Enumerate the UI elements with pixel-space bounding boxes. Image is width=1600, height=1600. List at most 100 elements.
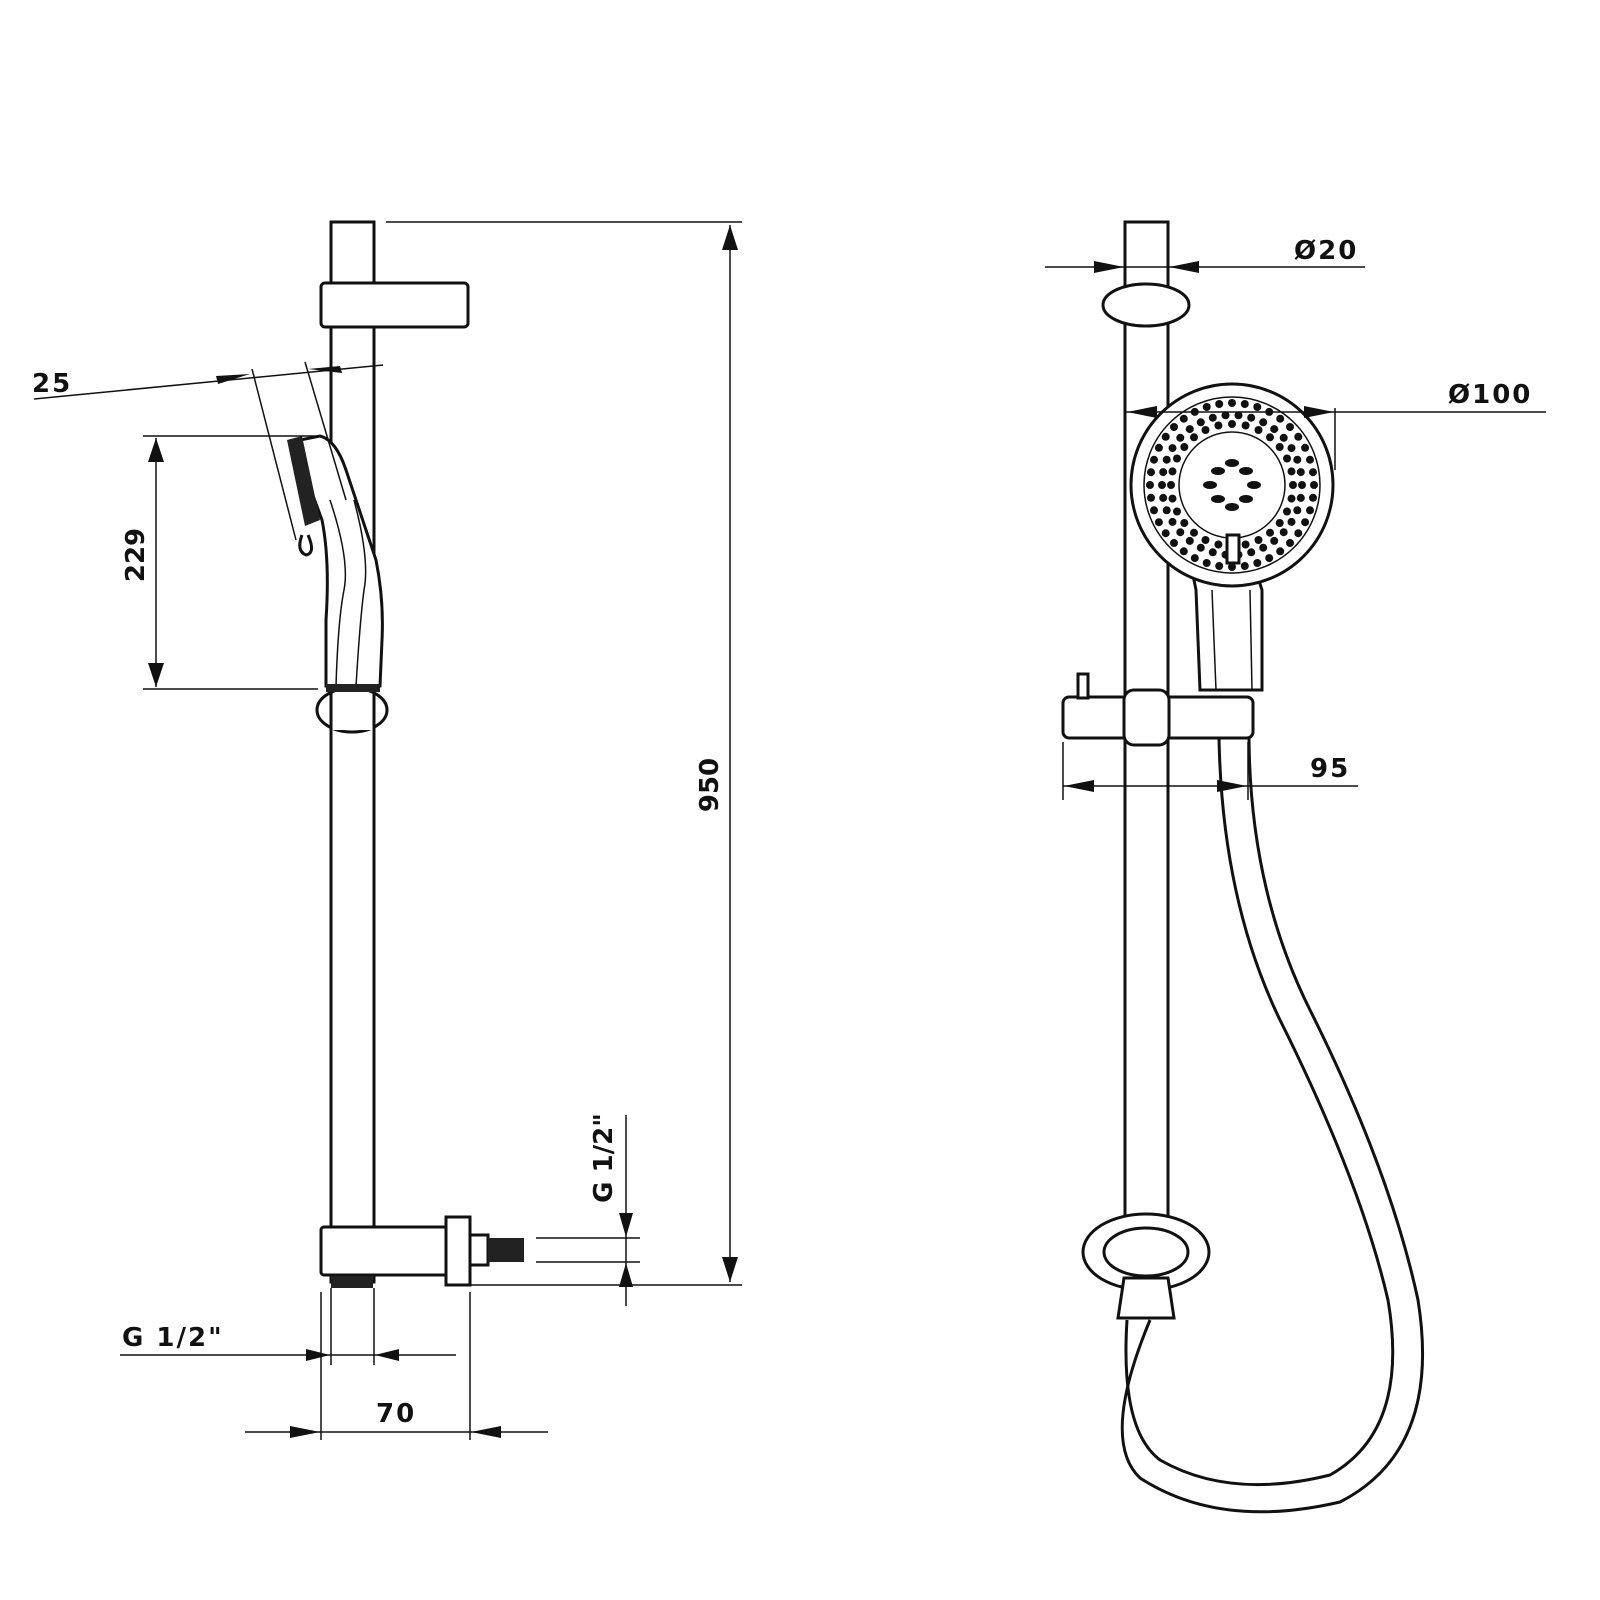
spray-nozzle — [1279, 528, 1288, 537]
front-dimensions: Ø20 Ø100 95 — [1045, 236, 1546, 800]
spray-nozzle — [1240, 400, 1249, 408]
side-bottom-outlet — [331, 1276, 373, 1288]
spray-nozzle — [1180, 443, 1189, 451]
spray-nozzle — [1146, 481, 1154, 489]
spray-nozzle — [1150, 455, 1158, 464]
spray-nozzle — [1309, 493, 1317, 502]
spray-nozzle-center — [1211, 467, 1225, 475]
side-wall-flange — [444, 1215, 472, 1287]
dim-g12-vertical: G 1/2" — [589, 1113, 619, 1203]
front-hose — [1124, 737, 1395, 1487]
spray-nozzle — [1168, 467, 1177, 476]
spray-nozzle — [1190, 528, 1198, 537]
spray-nozzle — [1306, 506, 1314, 515]
spray-nozzle — [1179, 414, 1188, 423]
spray-nozzle — [1296, 468, 1305, 477]
side-thread-nipple — [488, 1238, 524, 1262]
spray-nozzle — [1270, 425, 1279, 434]
spray-nozzle — [1201, 536, 1210, 544]
spray-nozzle — [1168, 494, 1177, 503]
spray-nozzle — [1196, 543, 1205, 552]
spray-nozzle — [1247, 548, 1256, 557]
spray-nozzle — [1266, 433, 1274, 442]
front-view — [1061, 220, 1425, 1514]
spray-nozzle — [1176, 433, 1185, 442]
spray-nozzle — [1221, 411, 1230, 420]
front-hose-nut — [1116, 1276, 1176, 1320]
spray-nozzle — [1190, 554, 1199, 563]
spray-nozzle — [1215, 562, 1224, 570]
spray-nozzle — [1228, 563, 1236, 571]
spray-nozzle — [1170, 423, 1178, 431]
spray-nozzle — [1161, 432, 1170, 441]
spray-nozzle — [1234, 411, 1243, 420]
spray-nozzle — [1159, 493, 1168, 502]
spray-nozzle — [1170, 539, 1178, 547]
spray-nozzle — [1214, 421, 1223, 430]
spray-nozzle — [1241, 421, 1250, 430]
spray-nozzle — [1154, 443, 1163, 452]
spray-nozzle — [1168, 517, 1177, 526]
spray-nozzle — [1266, 528, 1274, 537]
spray-nozzle — [1147, 468, 1155, 477]
dim-95: 95 — [1310, 754, 1350, 784]
dim-70: 70 — [376, 1399, 416, 1429]
spray-nozzle — [1287, 517, 1296, 526]
front-spray-nozzles — [1146, 399, 1318, 571]
spray-nozzle — [1154, 518, 1163, 527]
spray-nozzle — [1168, 444, 1177, 453]
spray-nozzle — [1202, 403, 1211, 411]
spray-nozzle — [1287, 494, 1296, 503]
spray-nozzle — [1287, 467, 1296, 476]
side-outlet-stub — [468, 1233, 490, 1267]
dim-g12-bottom: G 1/2" — [122, 1323, 224, 1353]
side-dimensions: 950 229 25 G 1/2" G 1/2" — [32, 221, 742, 1440]
spray-nozzle — [1293, 506, 1302, 515]
spray-nozzle — [1180, 519, 1189, 527]
spray-nozzle — [1276, 414, 1285, 423]
spray-nozzle-center — [1203, 481, 1217, 489]
spray-nozzle — [1310, 481, 1318, 489]
spray-nozzle — [1293, 455, 1302, 464]
spray-nozzle — [1173, 507, 1181, 516]
spray-nozzle — [1208, 413, 1217, 422]
spray-nozzle — [1296, 493, 1305, 502]
side-bottom-connector — [319, 1225, 453, 1277]
spray-nozzle — [1283, 507, 1291, 516]
spray-nozzle — [1161, 529, 1170, 538]
front-head-inner — [1143, 396, 1321, 574]
spray-nozzle — [1202, 559, 1211, 567]
spray-nozzle — [1159, 468, 1168, 477]
front-rail — [1123, 220, 1170, 1284]
spray-nozzle — [1147, 493, 1155, 502]
spray-nozzle — [1173, 454, 1181, 463]
spray-nozzle — [1259, 543, 1268, 552]
spray-nozzle — [1298, 481, 1306, 489]
spray-nozzle — [1287, 444, 1296, 453]
spray-nozzle — [1228, 399, 1236, 407]
side-top-bracket — [319, 281, 470, 329]
spray-nozzle — [1158, 481, 1166, 489]
dim-d20: Ø20 — [1294, 236, 1358, 266]
spray-nozzle — [1176, 528, 1185, 537]
spray-nozzle — [1241, 540, 1250, 549]
spray-nozzle — [1254, 536, 1263, 544]
front-slider-knob — [1076, 672, 1090, 700]
spray-nozzle-center — [1225, 459, 1239, 467]
spray-nozzle — [1279, 433, 1288, 442]
spray-nozzle-center — [1211, 495, 1225, 503]
spray-nozzle — [1214, 540, 1223, 549]
spray-nozzle — [1228, 420, 1236, 428]
spray-nozzle — [1275, 519, 1284, 527]
dim-950: 950 — [695, 758, 725, 812]
spray-nozzle — [1294, 432, 1303, 441]
dim-d100: Ø100 — [1448, 380, 1532, 410]
spray-nozzle — [1247, 413, 1256, 422]
spray-nozzle — [1270, 536, 1279, 545]
spray-nozzle — [1253, 403, 1262, 411]
spray-nozzle — [1286, 539, 1294, 547]
spray-nozzle — [1185, 536, 1194, 545]
spray-nozzle — [1185, 425, 1194, 434]
spray-nozzle — [1265, 554, 1274, 563]
